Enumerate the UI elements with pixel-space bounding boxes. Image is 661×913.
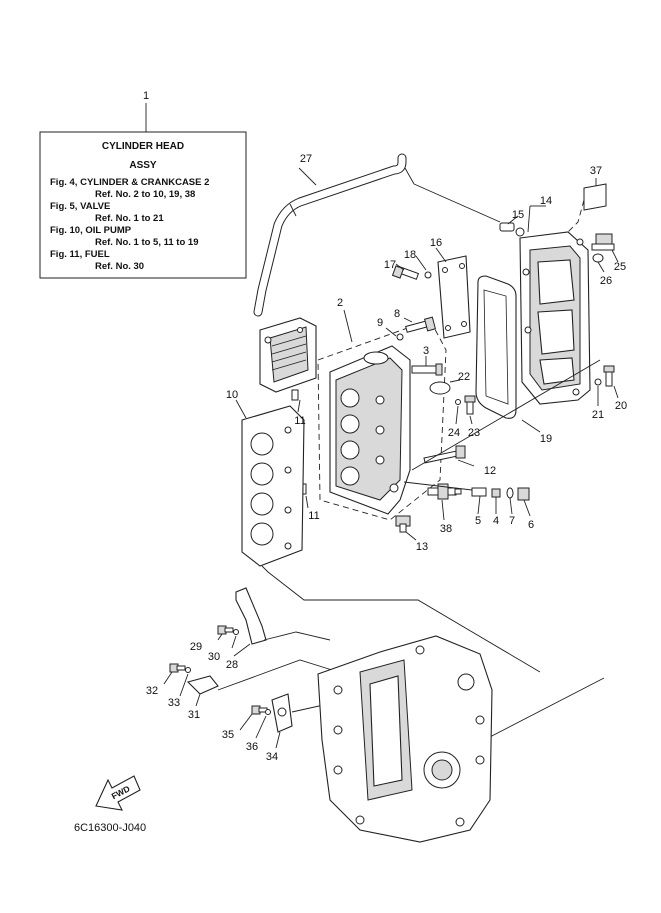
callout-13: 13 — [416, 541, 428, 553]
washer-part-36 — [265, 709, 271, 715]
bolt-part-17 — [391, 265, 420, 280]
callout-35: 35 — [222, 729, 234, 741]
callout-26: 26 — [600, 275, 612, 287]
callout-32: 32 — [146, 685, 158, 697]
callout-1: 1 — [143, 90, 149, 102]
callout-16: 16 — [430, 237, 442, 249]
plate-part-16 — [437, 255, 471, 339]
cylinder-block — [317, 635, 493, 843]
head-gasket-part-10 — [241, 405, 305, 567]
callout-23: 23 — [468, 427, 480, 439]
bolt-part-23 — [464, 395, 476, 415]
callout-17: 17 — [384, 259, 396, 271]
bolt-part-20 — [603, 365, 615, 387]
part-7 — [506, 487, 514, 499]
bracket-part-31 — [186, 675, 219, 695]
part-4 — [491, 488, 501, 498]
callout-19: 19 — [540, 433, 552, 445]
dowel-part-11a — [291, 389, 299, 401]
callout-36: 36 — [246, 741, 258, 753]
callout-22: 22 — [458, 371, 470, 383]
head-assembly-guide — [317, 319, 447, 521]
box-ref-1: Ref. No. 2 to 10, 19, 38 — [95, 189, 195, 200]
washer-part-30 — [233, 629, 239, 635]
callout-33: 33 — [168, 697, 180, 709]
box-title-line2: ASSY — [129, 160, 157, 171]
callout-24: 24 — [448, 427, 460, 439]
box-ref-3: Ref. No. 1 to 5, 11 to 19 — [95, 237, 198, 248]
cap-part-25 — [591, 233, 615, 251]
callout-29: 29 — [190, 641, 202, 653]
box-ref-2: Ref. No. 1 to 21 — [95, 213, 164, 224]
part-3 — [411, 363, 443, 376]
callout-20: 20 — [615, 400, 627, 412]
hose-part-27 — [253, 153, 415, 317]
bolt-part-29 — [217, 625, 234, 635]
callout-37: 37 — [590, 165, 602, 177]
cylinder-head-assy-box: 1 CYLINDER HEAD ASSY Fig. 4, CYLINDER & … — [39, 90, 247, 279]
callout-15: 15 — [512, 209, 524, 221]
callout-18: 18 — [404, 249, 416, 261]
callout-3: 3 — [423, 345, 429, 357]
spark-plug-part-38 — [427, 483, 462, 500]
box-ref-4: Ref. No. 30 — [95, 261, 144, 272]
box-title-line1: CYLINDER HEAD — [102, 141, 184, 152]
drawing-code: 6C16300-J040 — [74, 822, 147, 834]
cylinder-head-part-2 — [329, 345, 411, 515]
gasket-part-19 — [475, 275, 517, 419]
callout-10: 10 — [226, 389, 238, 401]
box-fig-4: Fig. 11, FUEL — [50, 249, 110, 260]
bracket-part-28 — [235, 587, 267, 645]
callout-25: 25 — [614, 261, 626, 273]
callout-8: 8 — [394, 308, 400, 320]
callout-11b: 11 — [308, 510, 319, 522]
callout-11a: 11 — [294, 415, 305, 427]
callout-28: 28 — [226, 659, 238, 671]
callout-38: 38 — [440, 523, 452, 535]
callout-2: 2 — [337, 297, 343, 309]
fwd-arrow-icon: FWD — [95, 775, 141, 811]
washer-part-18 — [424, 271, 432, 279]
bolt-part-32 — [169, 663, 186, 673]
callout-6: 6 — [528, 519, 534, 531]
box-fig-2: Fig. 5, VALVE — [50, 201, 110, 212]
bolt-part-35 — [251, 705, 268, 715]
oring-part-26 — [592, 253, 604, 263]
washer-part-9 — [396, 333, 404, 341]
fitting-part-15 — [499, 222, 525, 237]
callout-12: 12 — [484, 465, 496, 477]
washer-part-21 — [594, 378, 602, 386]
callout-4: 4 — [493, 515, 499, 527]
gasket-part-22 — [429, 381, 451, 395]
part-6 — [517, 487, 530, 501]
bolt-part-13 — [395, 515, 411, 533]
callout-30: 30 — [208, 651, 220, 663]
box-fig-3: Fig. 10, OIL PUMP — [50, 225, 132, 236]
callout-31: 31 — [188, 709, 200, 721]
callout-34: 34 — [266, 751, 278, 763]
callout-21: 21 — [592, 409, 604, 421]
bolt-part-12 — [423, 445, 466, 464]
washer-part-33 — [185, 667, 191, 673]
callout-7: 7 — [509, 515, 515, 527]
plate-part-34 — [271, 693, 293, 733]
callout-9: 9 — [377, 317, 383, 329]
part-5 — [471, 487, 487, 497]
callout-14: 14 — [540, 195, 552, 207]
bolt-part-8 — [405, 316, 437, 333]
oring-part-24 — [455, 399, 461, 405]
callout-27: 27 — [300, 153, 312, 165]
box-fig-1: Fig. 4, CYLINDER & CRANKCASE 2 — [50, 177, 209, 188]
filter-element — [259, 317, 317, 393]
head-cover-part-14 — [519, 231, 591, 405]
callout-5: 5 — [475, 515, 481, 527]
label-part-37 — [583, 178, 607, 211]
